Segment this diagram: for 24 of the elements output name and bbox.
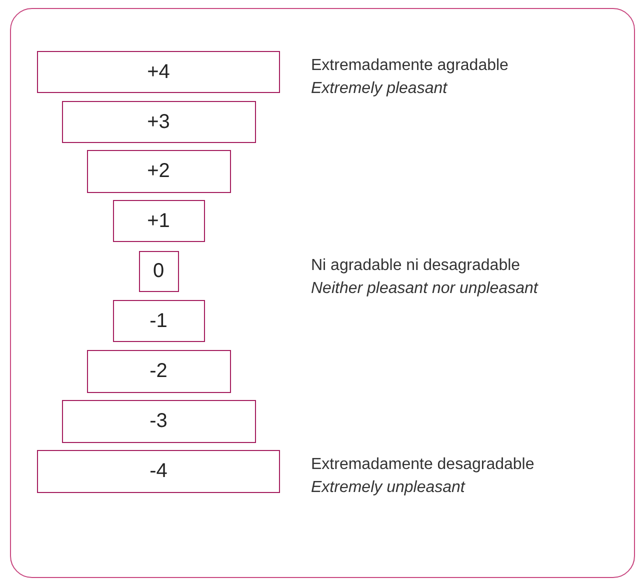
scale-value: +4 [147,60,170,84]
scale-value: 0 [152,260,164,283]
anchor-translation: Neither pleasant nor unpleasant [311,279,538,299]
scale-box [86,350,230,393]
scale-value: +3 [147,110,170,134]
scale-box [62,101,256,143]
scale-value: +1 [147,210,170,232]
scale-value: -1 [150,310,168,332]
scale-value: +2 [147,160,170,183]
anchor-translation: Extremely pleasant [311,79,448,99]
scale-box [37,450,280,493]
anchor-label: Extremadamente desagradable [311,455,534,475]
scale-value: -2 [150,360,168,383]
scale-box [138,251,178,292]
scale-box [37,51,280,93]
scale-box [112,300,204,342]
scale-value: -3 [150,410,168,433]
anchor-translation: Extremely unpleasant [311,478,465,498]
scale-box [62,400,256,443]
scale-value: -4 [150,460,168,483]
anchor-label: Ni agradable ni desagradable [311,256,520,276]
scale-box [112,200,204,242]
scale-box [86,150,230,193]
anchor-label: Extremadamente agradable [311,56,508,76]
